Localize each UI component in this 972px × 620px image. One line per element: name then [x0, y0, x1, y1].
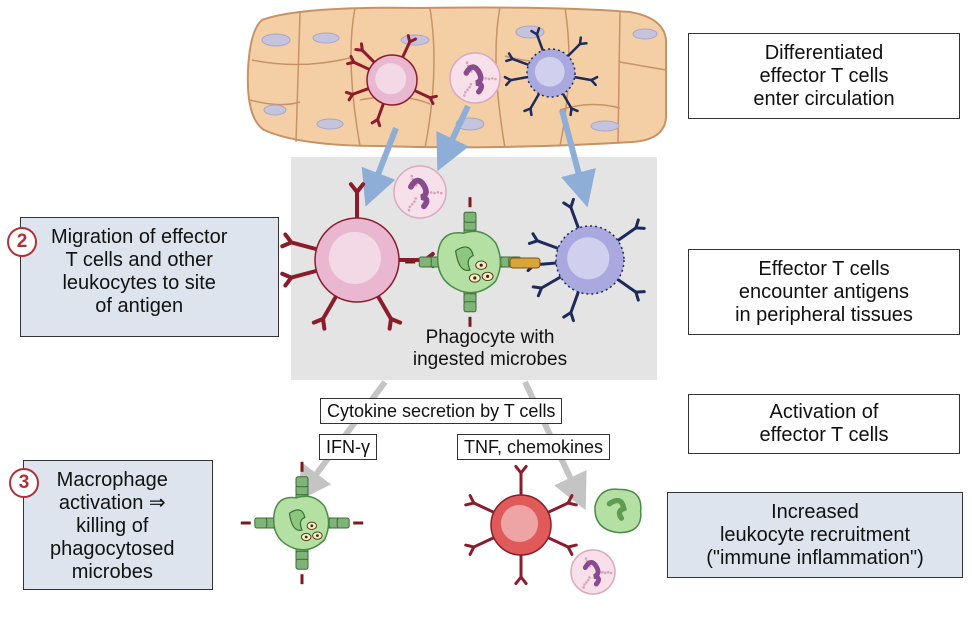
circulation-line-1: Differentiated: [753, 42, 894, 65]
ifn-gamma-label: IFN-γ: [319, 434, 377, 460]
step-3-line-3: killing of: [50, 515, 175, 538]
phagocyte-label-line-2: ingested microbes: [380, 349, 600, 371]
step-2-line-4: of antigen: [51, 295, 227, 318]
cytokine-secretion-label: Cytokine secretion by T cells: [320, 398, 562, 424]
recruited-macrophage: [595, 489, 641, 532]
recruited-neutrophil: [571, 550, 615, 594]
recruitment-line-1: Increased: [706, 501, 924, 524]
step-3-line-4: phagocytosed: [50, 538, 175, 561]
recruitment-line-2: leukocyte recruitment: [706, 524, 924, 547]
encounter-line-3: in peripheral tissues: [735, 304, 913, 327]
step-2-line-1: Migration of effector: [51, 226, 227, 249]
recruitment-line-3: ("immune inflammation"): [706, 547, 924, 570]
phagocyte-label: Phagocyte with ingested microbes: [380, 327, 600, 371]
encounter-line-2: encounter antigens: [735, 281, 913, 304]
step-2-number: 2: [7, 227, 37, 257]
vessel-neutrophil: [450, 53, 500, 103]
encounter-line-1: Effector T cells: [735, 258, 913, 281]
circulation-line-3: enter circulation: [753, 88, 894, 111]
activation-line-1: Activation of: [760, 401, 889, 424]
step-2-line-3: leukocytes to site: [51, 272, 227, 295]
step-3-line-5: microbes: [50, 561, 175, 584]
mhc-tcr-connector: [510, 258, 540, 268]
tnf-chemokines-label: TNF, chemokines: [457, 434, 610, 460]
step-2-line-2: T cells and other: [51, 249, 227, 272]
activated-t-cell: [466, 466, 577, 583]
activation-line-2: effector T cells: [760, 424, 889, 447]
step-3-number: 3: [9, 468, 39, 498]
activated-macrophage: [241, 462, 363, 584]
step-3-line-2: activation ⇒: [50, 492, 175, 515]
tissue-neutrophil: [394, 166, 446, 218]
phagocyte-label-line-1: Phagocyte with: [380, 327, 600, 349]
circulation-line-2: effector T cells: [753, 65, 894, 88]
step-3-line-1: Macrophage: [50, 469, 175, 492]
